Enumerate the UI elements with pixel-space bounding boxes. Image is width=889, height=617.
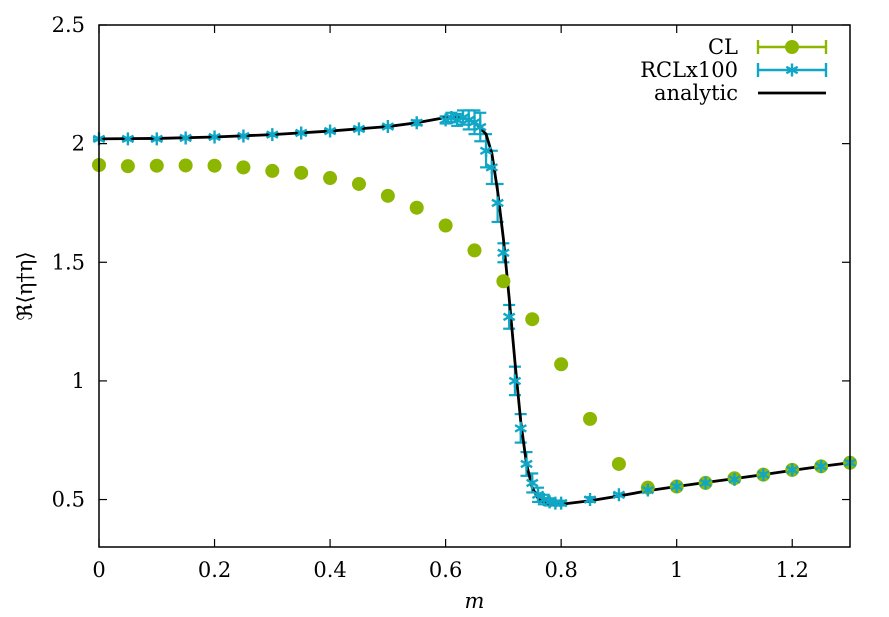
rcl-point — [514, 421, 527, 435]
y-tick-label: 2.5 — [52, 13, 85, 37]
rcl-point — [266, 128, 279, 142]
cl-point — [323, 171, 338, 186]
legend-label: CL — [708, 35, 738, 59]
cl-point — [496, 274, 511, 289]
cl-point — [149, 158, 164, 173]
cl-point — [207, 158, 222, 173]
rcl-point — [502, 310, 516, 324]
y-tick-label: 0.5 — [52, 488, 85, 512]
rcl-point — [699, 476, 712, 490]
rcl-point — [612, 488, 626, 502]
rcl-point — [485, 160, 499, 174]
rcl-point — [150, 132, 163, 146]
cl-point — [380, 188, 395, 203]
series-layer — [92, 111, 857, 510]
cl-point — [525, 312, 540, 327]
analytic-line — [98, 116, 851, 506]
cl-point — [583, 411, 598, 426]
cl-point — [236, 160, 251, 175]
legend-label: RCLx100 — [640, 58, 738, 82]
x-tick-label: 0.4 — [313, 558, 346, 582]
rcl-point — [491, 196, 504, 210]
rcl-point — [531, 488, 545, 502]
rcl-point — [728, 472, 741, 486]
rcl-point — [237, 129, 250, 143]
cl-point — [178, 158, 193, 173]
cl-point — [294, 165, 309, 180]
cl-point — [438, 218, 453, 233]
rcl-point — [786, 463, 799, 477]
rcl-point — [179, 131, 192, 145]
legend-marker-circle — [785, 40, 799, 54]
y-tick-label: 2 — [72, 132, 85, 156]
rcl-point — [352, 122, 366, 136]
plot-frame — [98, 24, 851, 548]
rcl-point — [641, 483, 655, 497]
x-axis-label: m — [465, 589, 485, 613]
rcl-point — [554, 496, 568, 510]
cl-point — [467, 243, 482, 258]
rcl-point — [294, 126, 308, 140]
rcl-point — [757, 468, 770, 482]
rcl-point — [508, 374, 522, 388]
rcl-point — [670, 480, 683, 493]
rcl-point — [381, 120, 395, 134]
cl-point — [554, 357, 569, 372]
cl-point — [120, 159, 135, 174]
x-tick-label: 0.2 — [198, 558, 231, 582]
cl-point — [409, 200, 424, 215]
rcl-point — [468, 115, 481, 129]
rcl-point — [410, 116, 423, 130]
cl-point — [351, 176, 366, 191]
cl-point — [611, 456, 626, 471]
error-bars — [93, 109, 856, 507]
rcl-point — [479, 144, 493, 158]
rcl-point — [583, 493, 597, 507]
rcl-point — [814, 459, 828, 473]
rcl-point — [497, 246, 510, 260]
x-tick-label: 0.8 — [544, 558, 577, 582]
rcl-point — [323, 124, 337, 138]
x-tick-label: 0 — [92, 558, 105, 582]
rcl-point — [208, 130, 221, 144]
y-axis-label: ℜ⟨η†η⟩ — [13, 251, 37, 320]
rcl-point — [121, 132, 135, 146]
x-tick-label: 1.2 — [776, 558, 809, 582]
rcl-point — [474, 120, 487, 134]
rcl-point — [520, 457, 533, 471]
y-tick-label: 1 — [72, 369, 85, 393]
x-tick-label: 0.6 — [429, 558, 462, 582]
cl-point — [265, 163, 280, 178]
y-ticks: 0.5 1 1.5 2 2.5 — [52, 13, 850, 512]
y-tick-label: 1.5 — [52, 250, 85, 274]
x-ticks: 0 0.2 0.4 0.6 0.8 1 1.2 — [92, 25, 809, 582]
rcl-point — [526, 476, 539, 490]
legend-label: analytic — [654, 81, 738, 105]
legend-marker-star — [785, 63, 799, 77]
x-tick-label: 1 — [670, 558, 683, 582]
